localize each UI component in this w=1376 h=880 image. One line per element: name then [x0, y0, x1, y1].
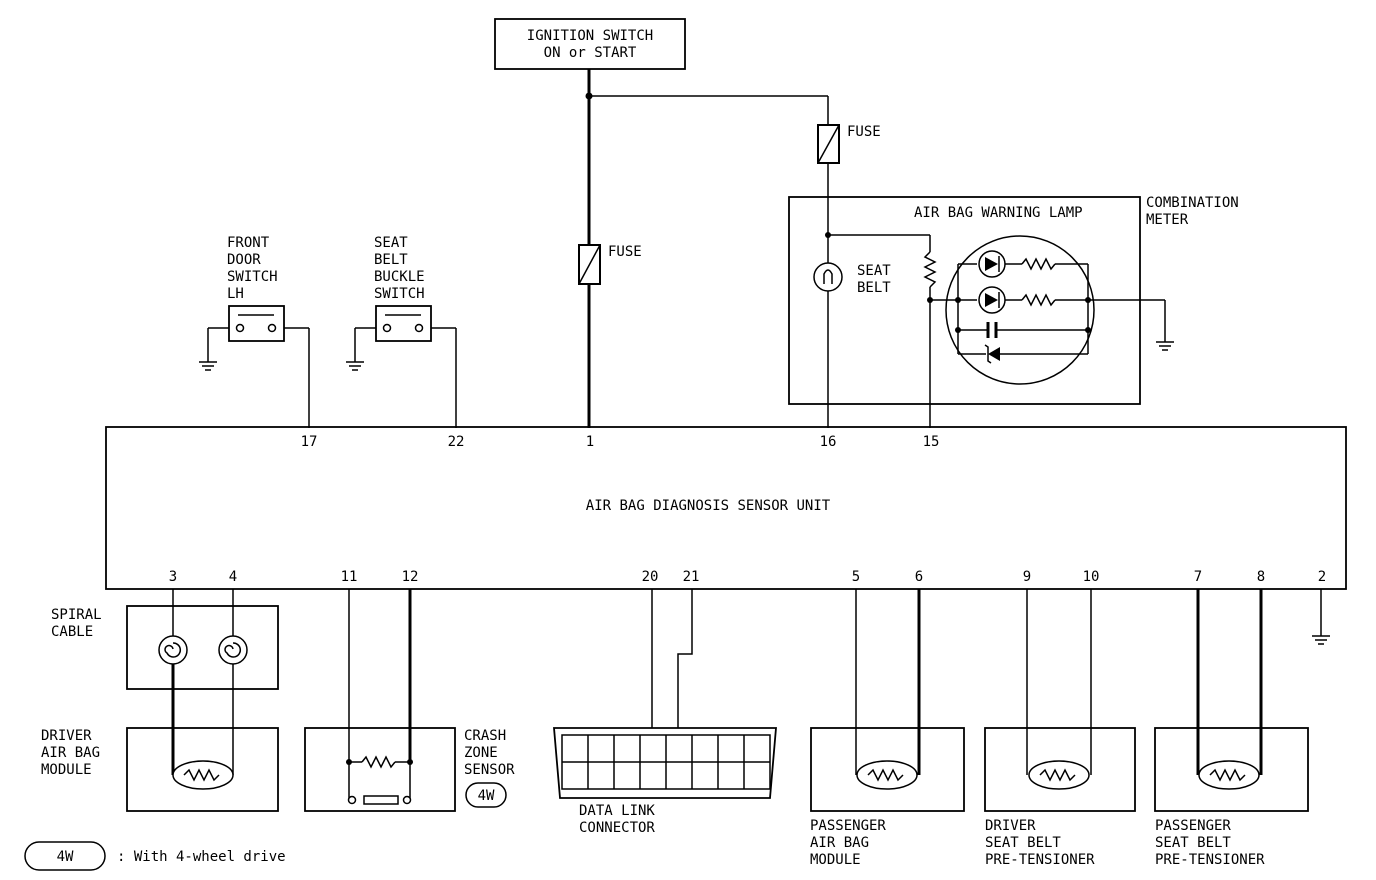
front-door-switch: FRONT DOOR SWITCH LH — [207, 235, 310, 428]
legend-text: : With 4-wheel drive — [117, 849, 286, 865]
driver-air-bag-module: DRIVER AIR BAG MODULE — [41, 727, 279, 812]
data-link-line1: DATA LINK — [579, 803, 655, 819]
crash-zone-line1: CRASH — [464, 728, 506, 744]
fuse-meter: FUSE — [817, 124, 881, 164]
combination-meter-line2: METER — [1146, 212, 1189, 228]
passenger-air-bag-line3: MODULE — [810, 852, 861, 868]
ground-icon — [1312, 589, 1330, 645]
ground-icon — [346, 361, 364, 371]
spiral-icon — [158, 635, 188, 665]
pin-21: 21 — [683, 569, 700, 585]
crash-zone-line2: ZONE — [464, 745, 498, 761]
driver-pretensioner-line2: SEAT BELT — [985, 835, 1061, 851]
pin-2: 2 — [1318, 569, 1326, 585]
driver-air-bag-line1: DRIVER — [41, 728, 92, 744]
combination-meter: COMBINATION METER AIR BAG WARNING LAMP S… — [788, 195, 1239, 428]
buckle-switch-line2: BELT — [374, 252, 408, 268]
pin-10: 10 — [1083, 569, 1100, 585]
passenger-air-bag-line1: PASSENGER — [810, 818, 886, 834]
seat-belt-lamp-icon — [813, 262, 843, 292]
ignition-label-line1: IGNITION SWITCH — [527, 28, 653, 44]
pin-8: 8 — [1257, 569, 1265, 585]
driver-pretensioner-line1: DRIVER — [985, 818, 1036, 834]
fuse-main: FUSE — [578, 244, 642, 285]
spiral-cable-line2: CABLE — [51, 624, 93, 640]
spiral-cable: SPIRAL CABLE — [51, 589, 279, 775]
driver-pretensioner-line3: PRE-TENSIONER — [985, 852, 1095, 868]
driver-pretensioner: DRIVER SEAT BELT PRE-TENSIONER — [984, 589, 1136, 868]
pin-20: 20 — [642, 569, 659, 585]
passenger-air-bag-line2: AIR BAG — [810, 835, 869, 851]
driver-air-bag-line3: MODULE — [41, 762, 92, 778]
pin-6: 6 — [915, 569, 923, 585]
data-link-line2: CONNECTOR — [579, 820, 655, 836]
passenger-pretensioner: PASSENGER SEAT BELT PRE-TENSIONER — [1154, 589, 1309, 868]
pin-22: 22 — [448, 434, 465, 450]
crash-zone-line3: SENSOR — [464, 762, 515, 778]
inflator-icon — [1198, 760, 1260, 790]
pin-15: 15 — [923, 434, 940, 450]
inflator-icon — [856, 760, 918, 790]
pin-17: 17 — [301, 434, 318, 450]
passenger-pretensioner-line1: PASSENGER — [1155, 818, 1231, 834]
crash-zone-sensor: CRASH ZONE SENSOR 4W — [304, 589, 515, 812]
sensor-unit-label: AIR BAG DIAGNOSIS SENSOR UNIT — [586, 498, 831, 514]
passenger-pretensioner-line3: PRE-TENSIONER — [1155, 852, 1265, 868]
fuse-main-label: FUSE — [608, 244, 642, 260]
crash-zone-badge: 4W — [478, 788, 495, 804]
pin-4: 4 — [229, 569, 237, 585]
warning-lamp-label: AIR BAG WARNING LAMP — [914, 205, 1083, 221]
pin-5: 5 — [852, 569, 860, 585]
passenger-air-bag-module: PASSENGER AIR BAG MODULE — [810, 589, 965, 868]
front-door-switch-line4: LH — [227, 286, 244, 302]
buckle-switch-line1: SEAT — [374, 235, 408, 251]
inflator-icon — [172, 760, 234, 790]
passenger-pretensioner-line2: SEAT BELT — [1155, 835, 1231, 851]
pin-16: 16 — [820, 434, 837, 450]
sensor-unit: AIR BAG DIAGNOSIS SENSOR UNIT 17 22 1 16… — [105, 426, 1347, 590]
combination-meter-line1: COMBINATION — [1146, 195, 1239, 211]
front-door-switch-line2: DOOR — [227, 252, 261, 268]
switch-icon — [375, 305, 432, 342]
legend: 4W : With 4-wheel drive — [24, 841, 286, 871]
ground-icon — [199, 361, 217, 371]
buckle-switch-line4: SWITCH — [374, 286, 425, 302]
pin-12: 12 — [402, 569, 419, 585]
front-door-switch-line3: SWITCH — [227, 269, 278, 285]
buckle-switch-line3: BUCKLE — [374, 269, 425, 285]
pin-1: 1 — [586, 434, 594, 450]
legend-4w-badge — [24, 841, 106, 871]
spiral-icon — [218, 635, 248, 665]
spiral-cable-line1: SPIRAL — [51, 607, 102, 623]
warning-lamp-module-icon — [945, 235, 1095, 385]
fuse-meter-label: FUSE — [847, 124, 881, 140]
ignition-switch: IGNITION SWITCH ON or START — [494, 18, 686, 70]
pin-9: 9 — [1023, 569, 1031, 585]
data-link-connector: DATA LINK CONNECTOR — [553, 589, 777, 836]
pin-3: 3 — [169, 569, 177, 585]
pin-11: 11 — [341, 569, 358, 585]
switch-icon — [228, 305, 285, 342]
seat-belt-buckle-switch: SEAT BELT BUCKLE SWITCH — [354, 235, 457, 428]
inflator-icon — [1028, 760, 1090, 790]
seat-belt-lamp-line1: SEAT — [857, 263, 891, 279]
seat-belt-lamp-line2: BELT — [857, 280, 891, 296]
pin-7: 7 — [1194, 569, 1202, 585]
4w-badge — [465, 782, 507, 808]
ground-icon — [1156, 341, 1174, 351]
front-door-switch-line1: FRONT — [227, 235, 270, 251]
legend-badge: 4W — [57, 849, 74, 865]
ignition-label-line2: ON or START — [544, 45, 637, 61]
driver-air-bag-line2: AIR BAG — [41, 745, 100, 761]
